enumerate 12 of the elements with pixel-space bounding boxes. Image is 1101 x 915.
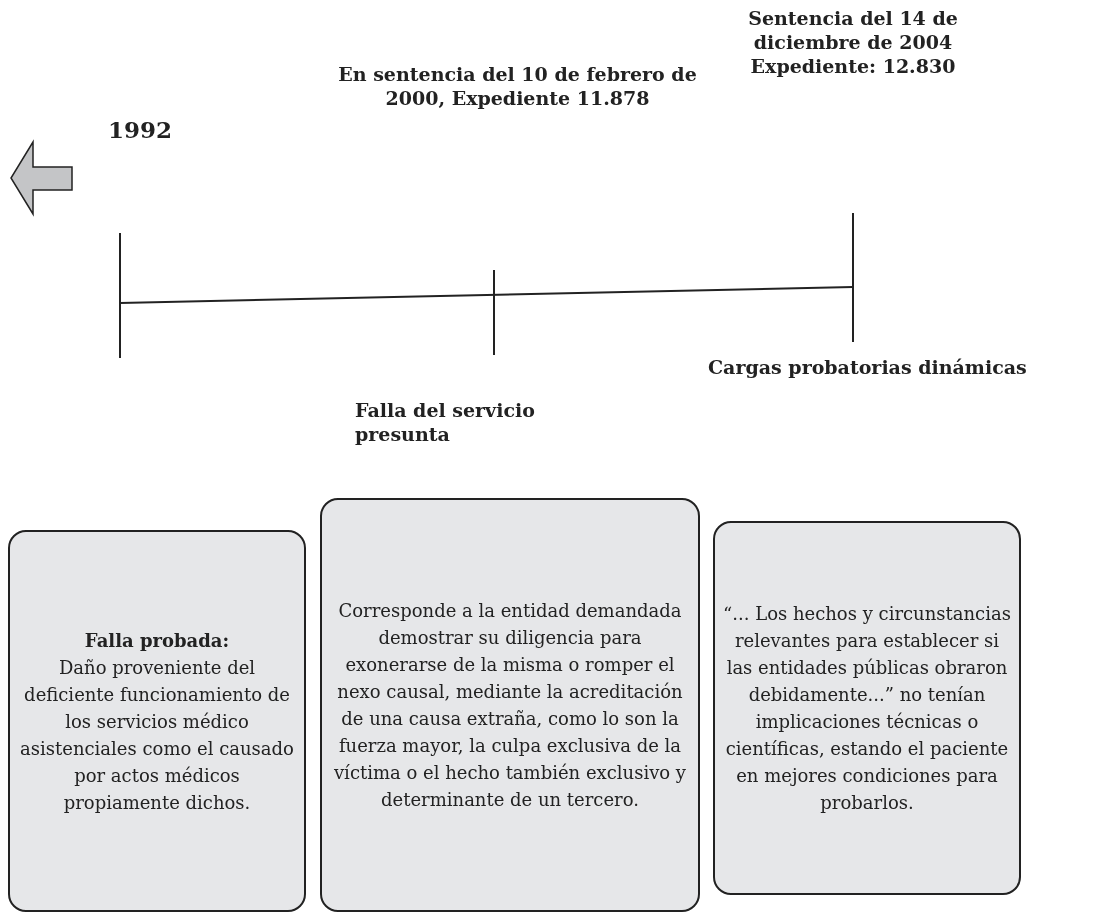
description-text: Corresponde a la entidad demandada demostrar su diligencia para exonerarse de la misma o romper el nexo causal, mediante la acreditación de una causa extraña, como lo son la fuerza mayor, la culpa exclusiva de la víctima o el hecho también exclusivo y determinante de un tercero. xyxy=(332,599,688,812)
text-box xyxy=(713,521,1021,895)
year-label: 1992 xyxy=(108,118,173,142)
text-box xyxy=(8,530,306,912)
date-label: Sentencia del 14 de diciembre de 2004 Expediente: 12.830 xyxy=(747,6,959,78)
timeline-label: Falla del servicio presunta xyxy=(355,398,536,446)
description-text: “... Los hechos y circunstancias relevantes para establecer si las entidades públicas obraron debidamente...” no tenían implicaciones técnicas o científicas, estando el paciente en mejores condiciones para probarlos. xyxy=(722,602,1012,815)
description-text: Daño proveniente del deficiente funcionamiento de los servicios médico asistenciales como el causado por actos médicos propiamente dichos. xyxy=(19,655,295,815)
heading: Falla probada: xyxy=(84,628,230,653)
timeline-label: Cargas probatorias dinámicas xyxy=(708,355,1028,379)
date-label: En sentencia del 10 de febrero de 2000, Expediente 11.878 xyxy=(337,62,698,110)
text-box xyxy=(320,498,700,912)
